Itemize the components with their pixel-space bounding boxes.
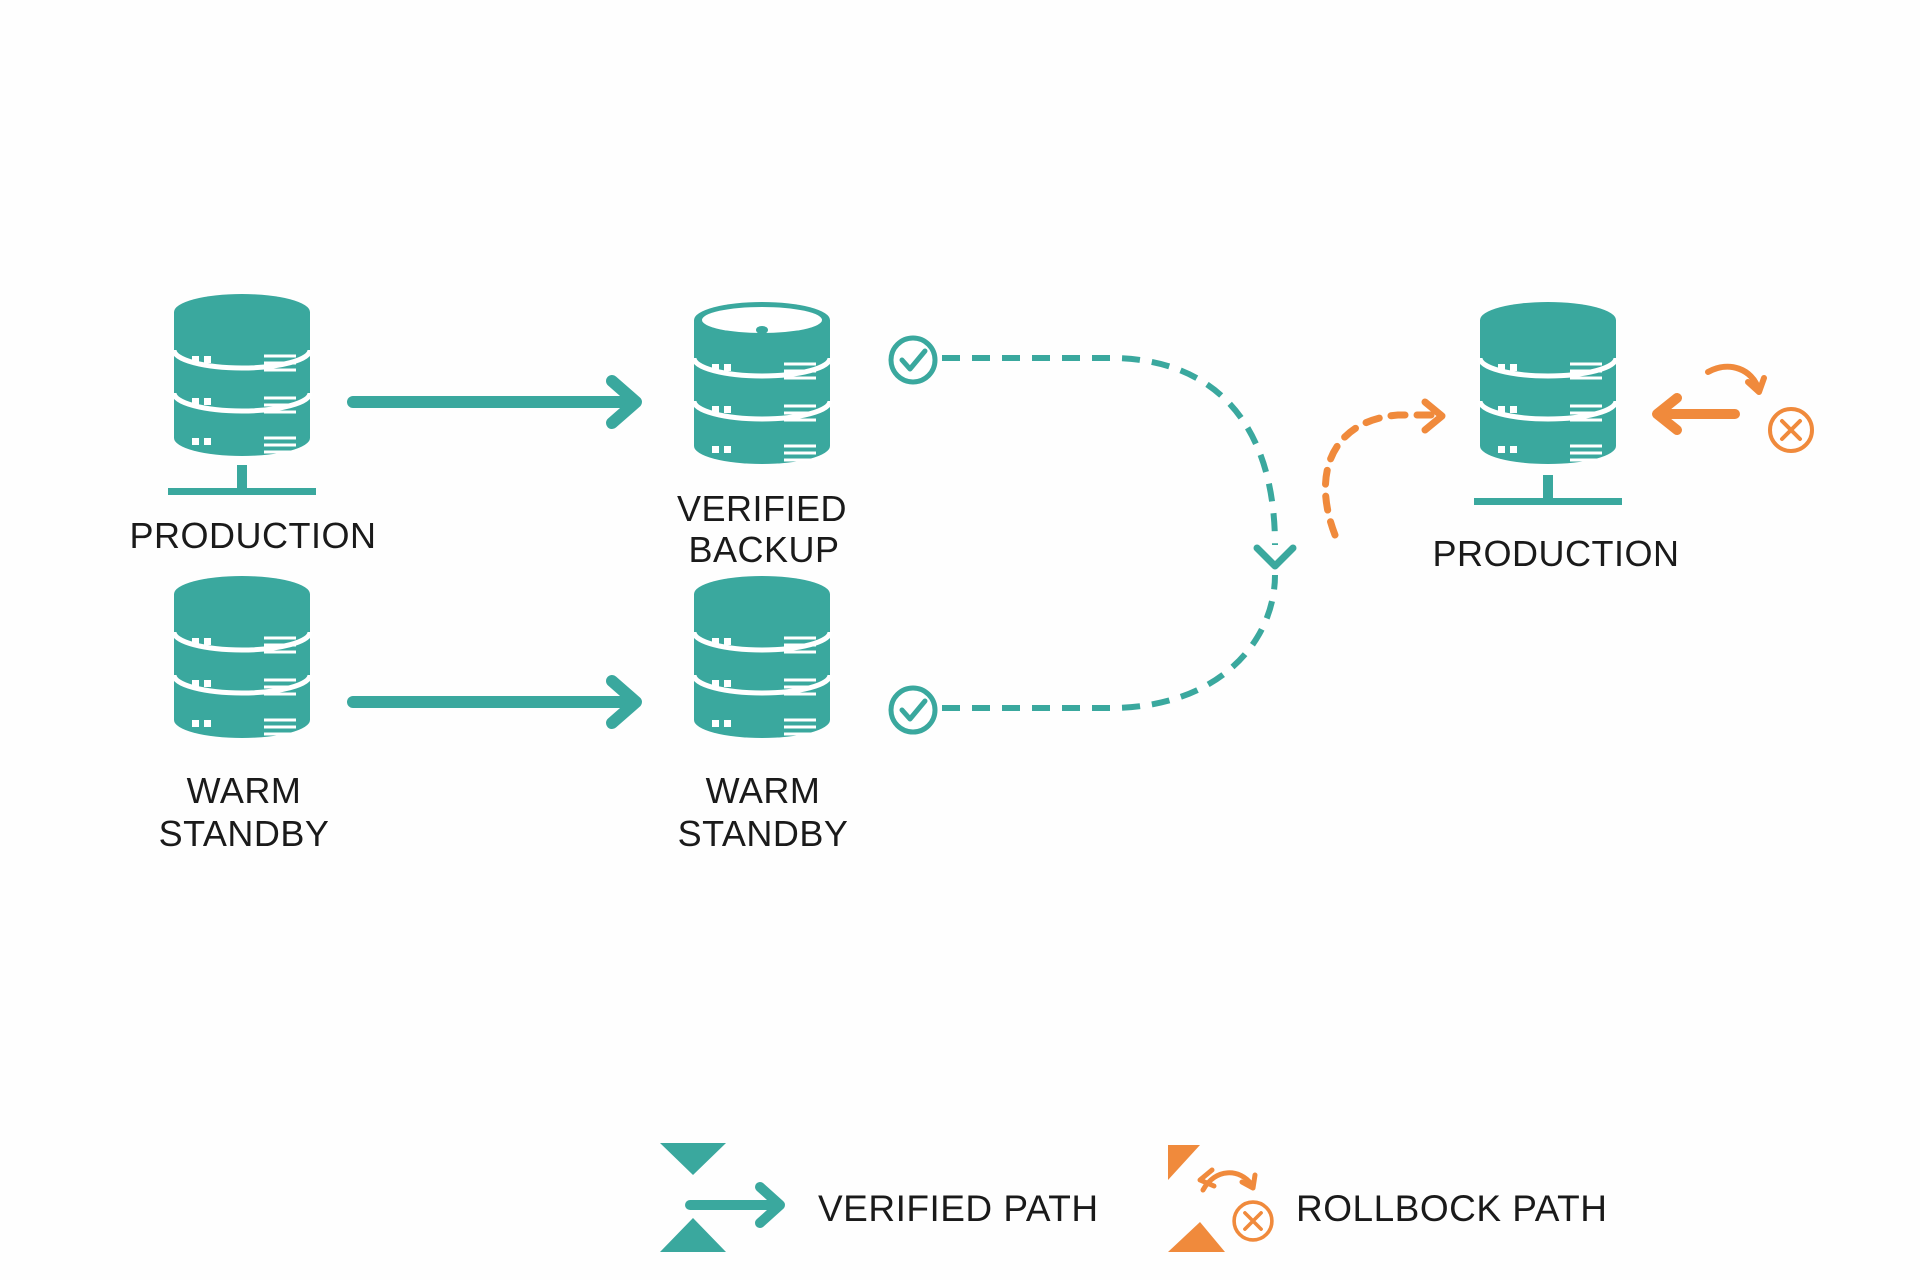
verified-dashed-path (942, 355, 1297, 711)
database-server-icon (1474, 302, 1622, 505)
check-circle-icon (891, 688, 935, 732)
arrow-standby-to-standby (347, 675, 642, 729)
legend-rollback-label: ROLLBOCK PATH (1296, 1188, 1607, 1229)
rollback-path-icon (1168, 1145, 1274, 1252)
check-circle-icon (891, 338, 935, 382)
rollback-dashed-curve (1322, 398, 1446, 539)
x-circle-icon (1768, 407, 1814, 453)
legend-verified-label: VERIFIED PATH (818, 1188, 1099, 1229)
verified-path-icon (660, 1143, 785, 1252)
production-left-node: PRODUCTION (130, 294, 377, 556)
warm-standby-mid-label-line1: WARM (706, 770, 821, 811)
database-icon (694, 576, 830, 738)
legend-verified: VERIFIED PATH (660, 1143, 1099, 1252)
warm-standby-left-label-line2: STANDBY (159, 813, 330, 854)
rollback-arrow (1652, 363, 1767, 435)
verified-backup-label-line1: VERIFIED (677, 488, 847, 529)
production-left-label: PRODUCTION (130, 515, 377, 556)
database-disk-icon (694, 302, 830, 464)
production-right-node: PRODUCTION (1433, 302, 1680, 574)
warm-standby-left-node: WARM STANDBY (159, 576, 330, 854)
warm-standby-left-label-line1: WARM (187, 770, 302, 811)
legend: VERIFIED PATH ROLLBOCK PATH (660, 1143, 1607, 1252)
database-server-icon (168, 294, 316, 495)
warm-standby-mid-node: WARM STANDBY (678, 576, 849, 854)
database-icon (174, 576, 310, 738)
production-right-label: PRODUCTION (1433, 533, 1680, 574)
legend-rollback: ROLLBOCK PATH (1168, 1145, 1607, 1252)
verified-backup-node: VERIFIED BACKUP (677, 302, 847, 570)
arrow-production-to-backup (347, 375, 642, 429)
warm-standby-mid-label-line2: STANDBY (678, 813, 849, 854)
verified-backup-label-line2: BACKUP (688, 529, 839, 570)
